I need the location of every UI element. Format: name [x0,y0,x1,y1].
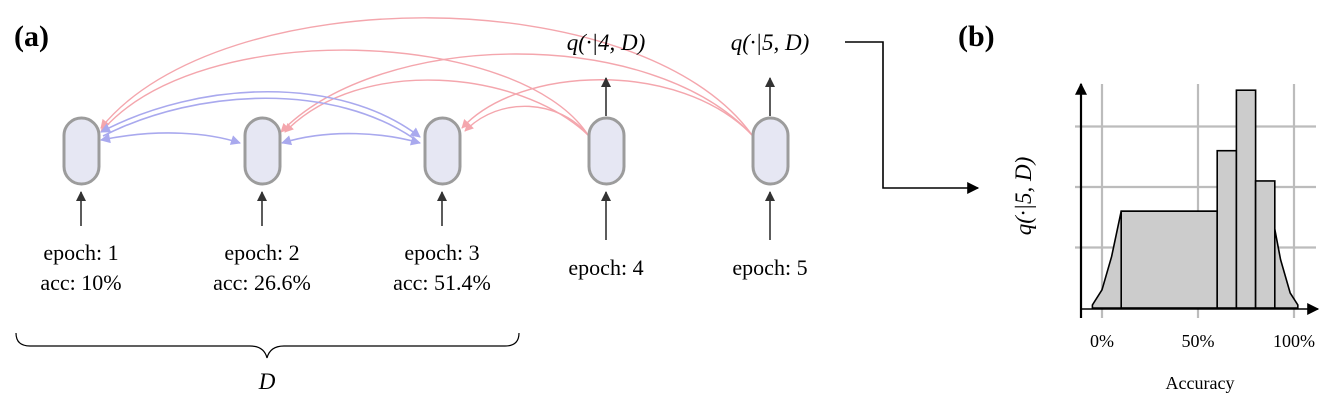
pink-arrow-4-to-3 [464,105,589,136]
blue-arrow-1-3-upper [100,91,421,138]
output-arrows [601,77,775,116]
y-axis-label: q(·|5, D) [1011,157,1036,236]
x-axis-label: Accuracy [1166,373,1235,393]
histogram-bar-2 [1235,89,1257,309]
epoch-label-4: epoch: 4 [568,255,643,280]
epoch-label-5: epoch: 5 [732,255,807,280]
blue-arrow-1-3-lower [102,97,417,141]
histogram-chart: 0% 50% 100% Accuracy q(·|5, D) [1011,82,1320,393]
chart-bars [1120,89,1276,309]
histogram-bar-3 [1254,180,1276,309]
x-tick-label-2: 100% [1273,331,1315,351]
node-epoch-4 [587,116,626,186]
pink-arrow-4-to-1 [100,49,589,136]
acc-label-1: acc: 10% [40,270,121,295]
input-arrows [76,191,775,240]
blue-arrow-2-3 [281,132,421,146]
pink-arrows [100,17,753,136]
pink-arrow-5-to-2 [280,53,753,136]
node-epoch-2 [243,116,282,186]
x-tick-label-0: 0% [1090,331,1114,351]
acc-label-3: acc: 51.4% [393,270,491,295]
histogram-bar-0 [1120,210,1218,309]
pink-arrow-5-to-1 [100,17,753,136]
brace-label: D [258,369,276,394]
epoch-label-3: epoch: 3 [404,240,479,265]
node-epoch-5 [751,116,790,186]
x-tick-labels: 0% 50% 100% [1090,331,1315,351]
node-epoch-1 [62,116,101,186]
node-epoch-3 [423,116,462,186]
epoch-labels: epoch: 1 acc: 10% epoch: 2 acc: 26.6% ep… [40,240,807,295]
output-q4: q(·|4, D) [567,30,646,55]
panel-label-a: (a) [14,20,49,53]
panel-label-b: (b) [958,20,995,53]
dataset-brace [15,332,520,359]
output-q5: q(·|5, D) [731,30,810,55]
epoch-label-1: epoch: 1 [43,240,118,265]
histogram-bar-1 [1216,149,1238,309]
epoch-nodes [62,116,790,186]
blue-arrow-1-2 [100,132,241,145]
x-tick-label-1: 50% [1182,331,1215,351]
blue-arrows [100,91,421,146]
connector-to-histogram [845,41,980,194]
epoch-label-2: epoch: 2 [224,240,299,265]
acc-label-2: acc: 26.6% [213,270,311,295]
